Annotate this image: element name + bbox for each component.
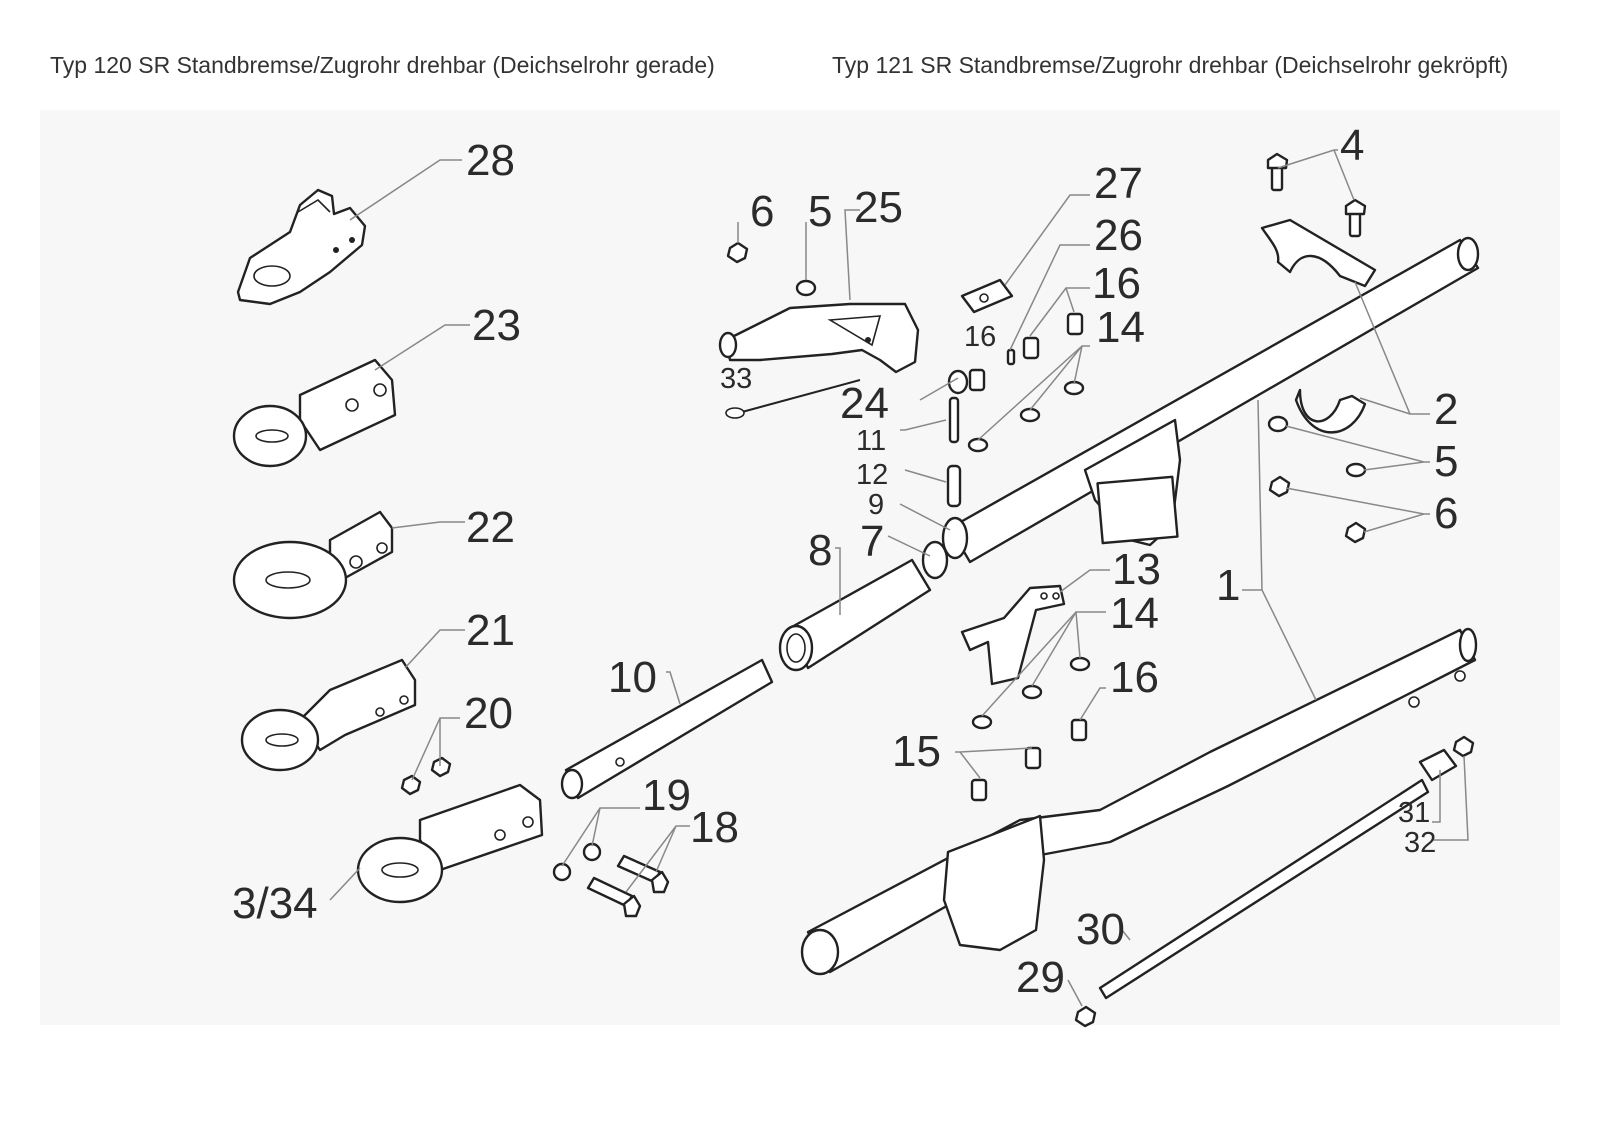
part-6-nut-right-b bbox=[1344, 521, 1367, 544]
part-19-washer-a bbox=[552, 862, 572, 882]
label-15: 15 bbox=[892, 727, 941, 776]
label-6-upper: 6 bbox=[750, 187, 774, 236]
label-22: 22 bbox=[466, 503, 515, 552]
label-14-upper: 14 bbox=[1096, 303, 1145, 352]
label-30: 30 bbox=[1076, 905, 1125, 954]
part-16-bolt-lower bbox=[1070, 718, 1088, 742]
part-27-clevis bbox=[960, 278, 1014, 314]
part-14-washer-e bbox=[1021, 684, 1043, 700]
label-20: 20 bbox=[464, 689, 513, 738]
part-19-washer-b bbox=[582, 842, 602, 862]
part-33-bowden-cable bbox=[725, 379, 861, 419]
part-8-bushing bbox=[778, 558, 932, 672]
label-31: 31 bbox=[1398, 797, 1430, 829]
part-1-drawbar-cranked bbox=[800, 627, 1478, 976]
label-10: 10 bbox=[608, 653, 657, 702]
label-4: 4 bbox=[1340, 121, 1364, 170]
part-13-bracket bbox=[960, 584, 1066, 686]
label-21: 21 bbox=[466, 606, 515, 655]
part-30-threaded-rod bbox=[1098, 778, 1430, 1000]
part-5-washer-upper bbox=[795, 279, 817, 297]
part-2-brackets bbox=[1260, 218, 1377, 434]
label-28: 28 bbox=[466, 136, 515, 185]
label-16-lower: 16 bbox=[1110, 653, 1159, 702]
callout-labels: 28 23 22 21 20 3/34 6 5 25 33 24 11 12 9… bbox=[232, 121, 1458, 1002]
diagram-title-right: Typ 121 SR Standbremse/Zugrohr drehbar (… bbox=[832, 52, 1509, 78]
label-16-upper: 16 bbox=[1092, 259, 1141, 308]
label-11: 11 bbox=[856, 425, 886, 457]
part-23-towing-eye bbox=[232, 358, 397, 468]
label-6-right: 6 bbox=[1434, 489, 1458, 538]
part-15-bolt-a bbox=[1024, 746, 1042, 770]
part-14-washer-d bbox=[1069, 656, 1091, 672]
label-9: 9 bbox=[868, 489, 884, 521]
leader-lines bbox=[329, 149, 1469, 1007]
part-24-washer bbox=[947, 369, 969, 395]
label-33: 33 bbox=[720, 363, 752, 395]
part-14-washer-c bbox=[967, 437, 989, 453]
part-9-ring bbox=[941, 516, 969, 560]
part-25-handbrake-lever bbox=[718, 302, 920, 374]
label-24: 24 bbox=[840, 379, 889, 428]
part-14-washer-a bbox=[1019, 407, 1041, 423]
part-10-inner-tube bbox=[560, 658, 774, 800]
part-31-coupling-nut bbox=[1418, 748, 1458, 782]
part-16-bolt-small bbox=[968, 368, 986, 392]
part-5-washer-right-a bbox=[1267, 415, 1289, 433]
label-5-right: 5 bbox=[1434, 437, 1458, 486]
part-22-towing-eye bbox=[232, 510, 394, 620]
label-16-small: 16 bbox=[964, 321, 996, 353]
part-20-nuts bbox=[400, 756, 452, 796]
part-16-bolt-a bbox=[1022, 336, 1040, 360]
label-1: 1 bbox=[1216, 561, 1240, 610]
label-3-34: 3/34 bbox=[232, 879, 318, 928]
label-2: 2 bbox=[1434, 385, 1458, 434]
part-11-pin bbox=[948, 396, 960, 444]
part-3-34-towing-eye bbox=[356, 783, 544, 904]
label-18: 18 bbox=[690, 803, 739, 852]
label-13: 13 bbox=[1112, 545, 1161, 594]
part-15-bolt-b bbox=[970, 778, 988, 802]
part-16-bolt-b bbox=[1066, 312, 1084, 336]
label-26: 26 bbox=[1094, 211, 1143, 260]
label-23: 23 bbox=[472, 301, 521, 350]
diagram-title-left: Typ 120 SR Standbremse/Zugrohr drehbar (… bbox=[50, 52, 715, 78]
part-32-nut bbox=[1452, 735, 1475, 758]
part-12-pin bbox=[946, 464, 962, 508]
label-29: 29 bbox=[1016, 953, 1065, 1002]
label-19: 19 bbox=[642, 771, 691, 820]
part-7-ring bbox=[921, 540, 949, 580]
label-32: 32 bbox=[1404, 827, 1436, 859]
label-8: 8 bbox=[808, 526, 832, 575]
label-5-upper: 5 bbox=[808, 187, 832, 236]
part-5-washer-right-b bbox=[1345, 462, 1367, 478]
label-14-lower: 14 bbox=[1110, 589, 1159, 638]
label-7: 7 bbox=[860, 517, 884, 566]
label-12: 12 bbox=[856, 459, 888, 491]
part-29-nut bbox=[1074, 1005, 1097, 1028]
part-26-split-pin bbox=[1006, 348, 1016, 366]
label-25: 25 bbox=[854, 183, 903, 232]
part-21-towing-eye bbox=[240, 658, 417, 772]
label-27: 27 bbox=[1094, 159, 1143, 208]
part-6-nut-right-a bbox=[1268, 475, 1291, 498]
part-14-washer-f bbox=[971, 714, 993, 730]
part-18-bolts bbox=[586, 854, 670, 918]
part-28-ball-coupling bbox=[236, 188, 367, 306]
